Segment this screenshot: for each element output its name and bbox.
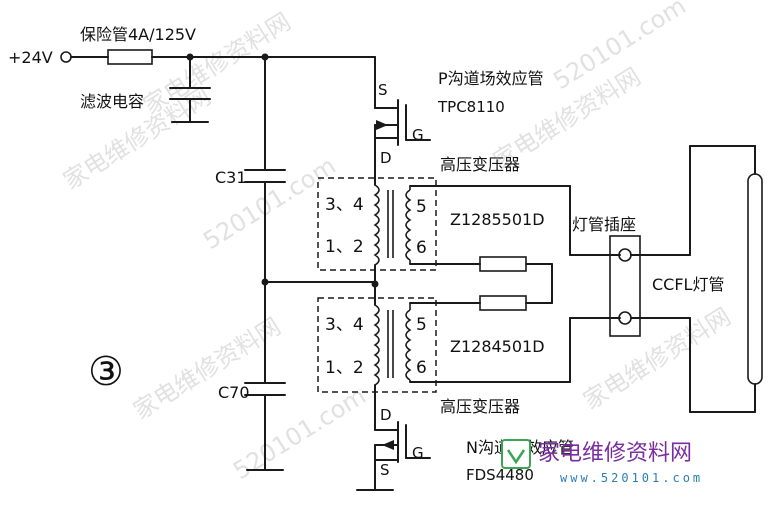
t2-pin-6: 6 [416,358,427,378]
pin-d-top: D [380,149,392,167]
resistor-top [479,256,527,272]
watermark-layer: 家电维修资料网 家电维修资料网 家电维修资料网 520101.com 52010… [58,0,735,485]
logo-title: 家电维修资料网 [538,441,692,466]
t1-pins-primary-a: 3、4 [325,195,364,215]
pin-d-bot: D [380,406,392,424]
secondary-winding [405,189,412,261]
labels: +24V 保险管4A/125V 滤波电容 P沟道场效应管 TPC8110 S G… [8,25,724,484]
logo-icon-mark [506,449,526,465]
transformer-top-box [317,177,437,271]
t2-pin-5: 5 [416,315,427,335]
t2-pins-primary-b: 1、2 [325,358,364,378]
lamp-socket [609,235,641,337]
n-part-label: FDS4480 [466,466,534,484]
logo-icon [501,439,531,469]
watermark-text: 家电维修资料网 [578,302,735,415]
fuse-label: 保险管4A/125V [80,25,196,44]
supply-terminal [60,51,72,63]
ccfl-tube [747,173,763,385]
transformer-bottom [317,280,571,431]
pin-g-top: G [412,126,424,144]
lamp-socket-label: 灯管插座 [572,215,636,234]
p-mosfet-label: P沟道场效应管 [438,69,544,88]
t1-pin-5: 5 [416,197,427,217]
lamp-socket-and-ccfl [569,145,763,413]
supply-label: +24V [8,48,53,67]
site-logo: 家电维修资料网 www.520101.com [501,439,703,485]
resistor-bottom [479,295,527,311]
pin-s-top: S [378,81,388,99]
c70-label: C70 [218,383,250,402]
logo-url: www.520101.com [560,471,703,485]
t2-pins-primary-a: 3、4 [325,315,364,335]
watermark-text: 家电维修资料网 [128,312,285,425]
transformer-bottom-box [317,297,437,393]
filter-cap-label: 滤波电容 [80,92,144,111]
pin-s-bot: S [380,461,390,479]
hv-transformer-top-label: 高压变压器 [440,155,520,174]
junction-dot [371,280,379,288]
t2-part-label: Z1284501D [450,337,545,356]
fuse [107,49,153,65]
c31-label: C31 [215,168,247,187]
t1-pin-6: 6 [416,238,427,258]
capacitor-column [244,56,376,471]
primary-winding [373,184,380,266]
n-mosfet [356,421,431,491]
secondary-winding [405,309,412,381]
t1-pins-primary-b: 1、2 [325,237,364,257]
p-part-label: TPC8110 [437,98,505,116]
ccfl-label: CCFL灯管 [652,275,724,294]
primary-winding [373,304,380,386]
transformer-top [317,177,571,301]
circle-number: ③ [88,349,124,395]
t1-part-label: Z1285501D [450,210,545,229]
p-mosfet [374,56,431,186]
hv-transformer-bottom-label: 高压变压器 [440,397,520,416]
ballast-resistors [479,256,553,311]
pin-g-bot: G [412,444,424,462]
